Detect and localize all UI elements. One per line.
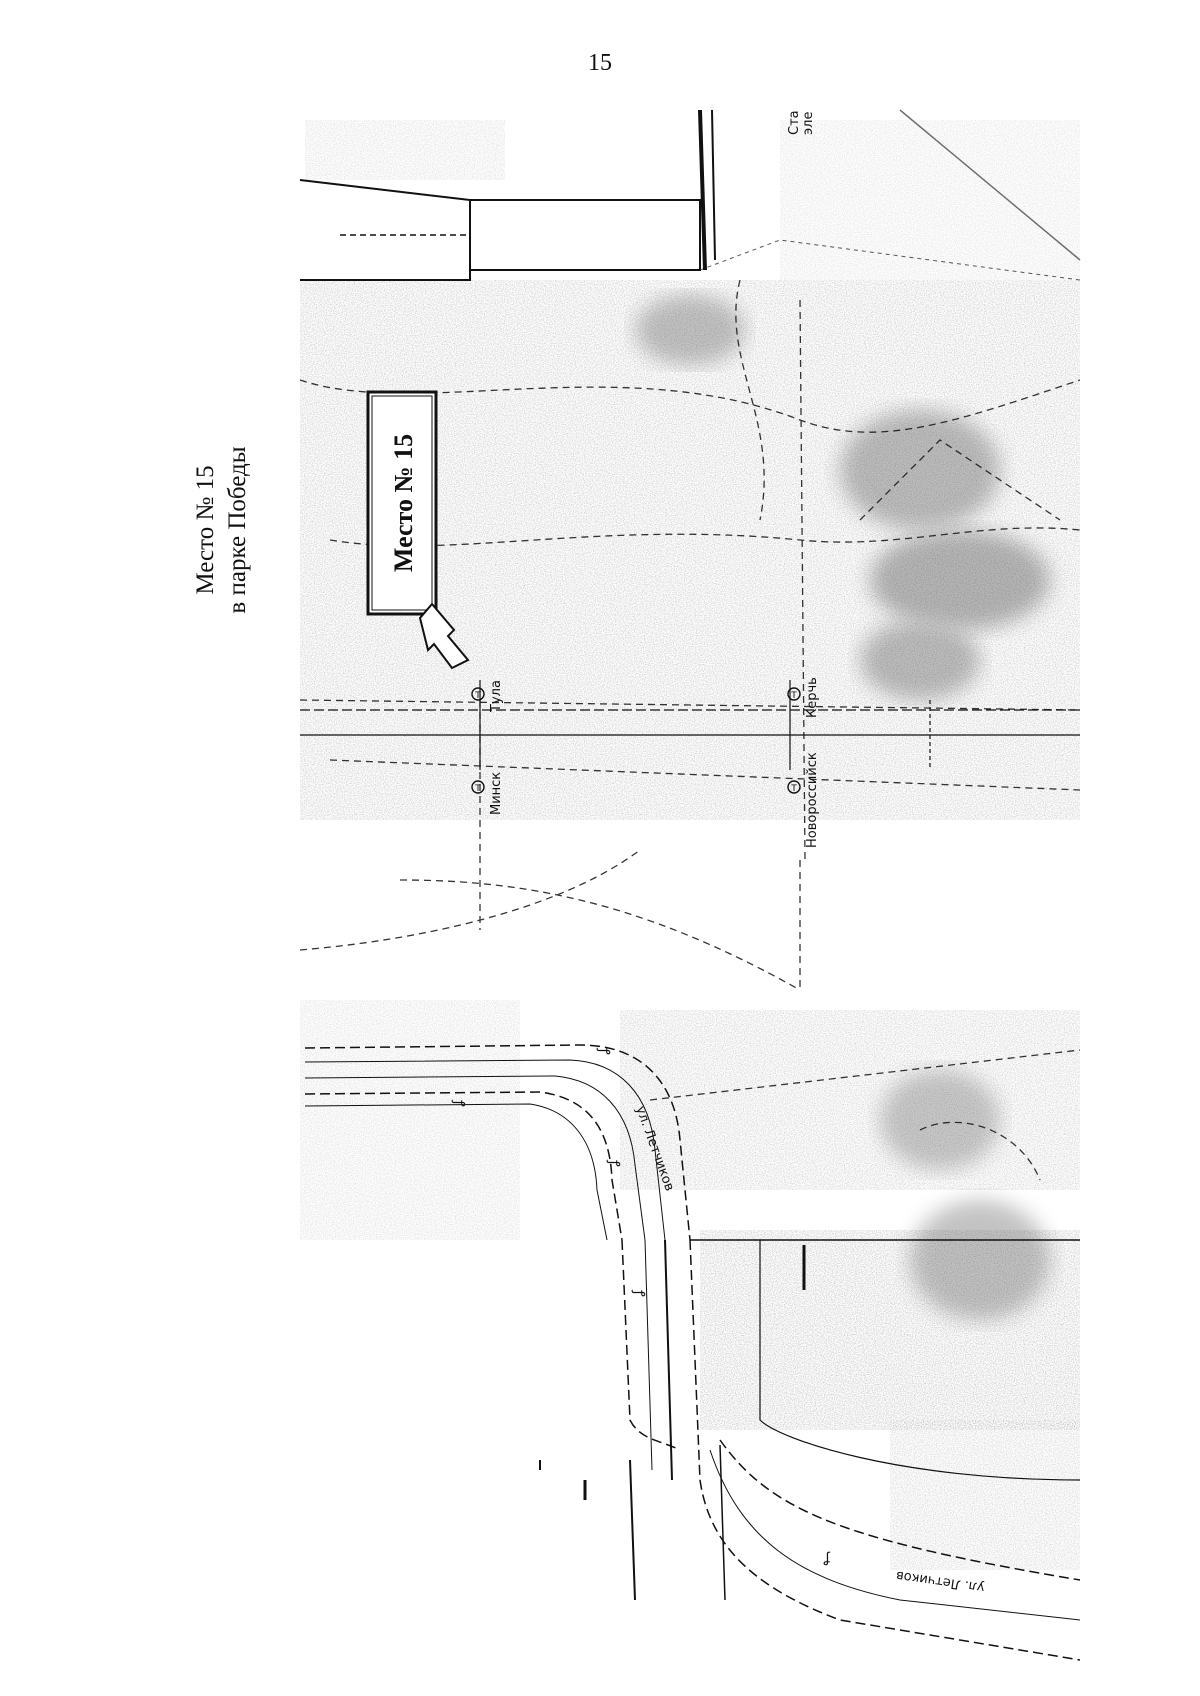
corner-fragment-line-1: Ста xyxy=(787,110,802,135)
stop-label-kerch: Керчь xyxy=(805,677,820,718)
tree-icon: ꝭ xyxy=(823,1551,831,1567)
page-number: 15 xyxy=(588,50,612,76)
stop-lines xyxy=(300,680,1080,770)
corner-fragment-line-2: эле xyxy=(801,112,816,135)
tree-icon: ꝭ xyxy=(631,1289,647,1297)
tram-stop-icon xyxy=(471,687,485,701)
stop-label-novorossiysk: Новороссийск xyxy=(805,752,820,848)
stop-markers: T Тула T Минск T Керчь T Новороссийск xyxy=(471,677,820,848)
stop-kerch: T Керчь xyxy=(787,677,820,718)
tram-stop-icon xyxy=(471,780,485,794)
svg-text:T: T xyxy=(790,691,797,701)
stray-marks xyxy=(539,1245,806,1500)
callout-arrow-icon xyxy=(418,602,470,670)
stop-minsk: T Минск xyxy=(471,772,504,815)
stop-label-tula: Тула xyxy=(489,680,504,713)
park-paths xyxy=(299,279,1081,1181)
tree-icon: ꝭ xyxy=(596,1047,612,1055)
stop-novorossiysk: T Новороссийск xyxy=(787,752,820,848)
stop-label-minsk: Минск xyxy=(489,772,504,815)
callout-label: Место № 15 xyxy=(389,434,418,572)
tram-stop-icon xyxy=(787,687,801,701)
building-block xyxy=(299,109,1081,281)
roadside-trees: ꝭ ꝭ ꝭ ꝭ ꝭ xyxy=(451,1047,831,1567)
svg-text:T: T xyxy=(474,691,481,701)
road-letchikov xyxy=(304,1044,1081,1661)
svg-text:T: T xyxy=(790,784,797,794)
corner-fragment: Ста эле xyxy=(787,110,816,135)
stop-tula: T Тула xyxy=(471,680,504,713)
svg-text:T: T xyxy=(474,784,481,794)
street-label-letchikov-lower: ул. Летчиков xyxy=(895,1568,985,1595)
tram-stop-icon xyxy=(787,780,801,794)
place-callout: Место № 15 xyxy=(366,390,470,670)
tree-icon: ꝭ xyxy=(606,1159,622,1167)
tree-icon: ꝭ xyxy=(451,1099,467,1107)
